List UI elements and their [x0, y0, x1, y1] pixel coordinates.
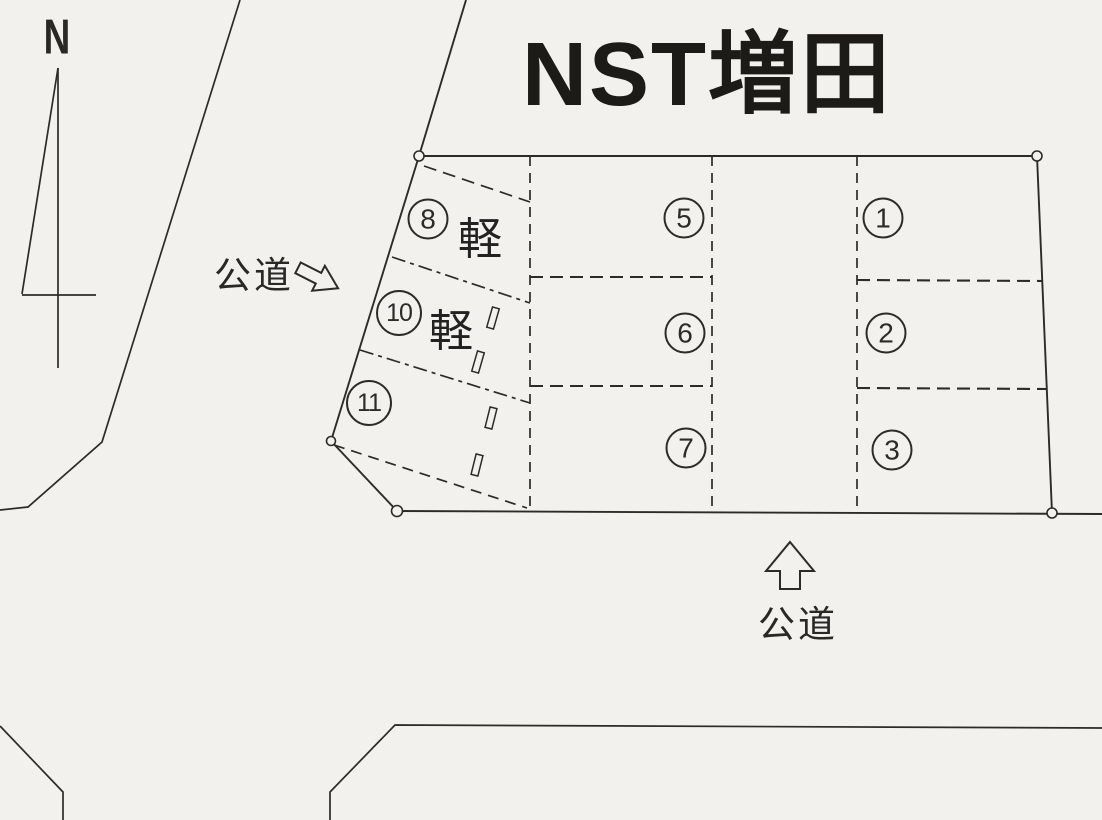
west-road-arrow-icon: [293, 261, 340, 292]
space-badge-3: 3: [871, 429, 913, 471]
south-road-lines: [0, 724, 1102, 820]
hatch-marks: [470, 306, 501, 477]
south-road-arrow-icon: [763, 540, 817, 590]
north-arrow-icon: [21, 67, 96, 368]
kei-label-space-10: 軽: [429, 307, 473, 356]
north-label: N: [43, 8, 71, 65]
lot-outline: [330, 0, 1102, 515]
space-badge-2: 2: [865, 312, 907, 354]
south-road-label: 公道: [758, 604, 838, 645]
space-badge-10: 10: [376, 290, 422, 336]
space-badge-1: 1: [862, 197, 904, 239]
west-road-label: 公道: [214, 255, 294, 296]
corner-markers: [325, 150, 1058, 519]
kei-label-space-8: 軽: [458, 215, 502, 264]
space-badge-6: 6: [664, 312, 706, 354]
plan-title: NST増田: [522, 25, 892, 125]
stall-dividers: [333, 156, 1048, 511]
space-badge-7: 7: [665, 427, 707, 469]
space-badge-11: 11: [346, 380, 392, 426]
space-badge-5: 5: [663, 197, 705, 239]
west-road-lines: [0, 0, 241, 511]
space-badge-8: 8: [407, 198, 449, 240]
